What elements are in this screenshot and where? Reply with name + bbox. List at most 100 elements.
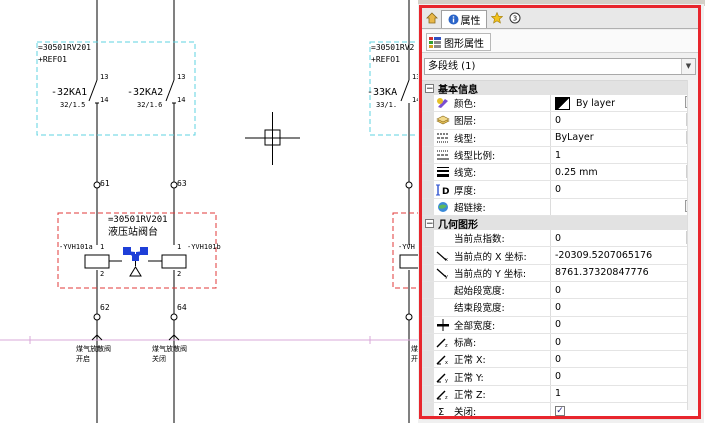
property-row[interactable]: 颜色: By layer... [422,95,698,113]
svg-text:y: y [445,274,448,279]
coil-right-pin-2: 2 [177,270,182,278]
row-gutter [422,385,434,403]
elevation-icon: z [435,336,451,348]
property-value-cell[interactable]: 0.25 mm▼ [551,164,698,180]
crosshair-cursor [245,112,300,165]
bottom-label-1-line1: 煤气放散阀 [76,345,111,353]
row-gutter [422,129,434,146]
property-name-cell: 颜色: [434,95,551,112]
property-value-cell[interactable]: 0 [551,282,698,298]
property-row[interactable]: 线型比例:1 [422,146,698,165]
property-value-cell[interactable]: ✓ [551,403,698,419]
linetype-icon [435,132,451,144]
property-name: 线型: [454,133,477,145]
property-value-cell[interactable]: 0 [551,299,698,315]
coil-right-label: -YVH101b [187,243,221,251]
collapse-toggle-icon[interactable]: − [425,218,434,229]
svg-text:z: z [445,343,448,348]
subtab-graphic-properties[interactable]: 图形属性 [426,33,491,51]
property-name-cell: 起始段宽度: [434,281,551,299]
row-gutter [422,230,434,247]
property-row[interactable]: x 当前点的 X 坐标: -20309.5207065176 [422,247,698,265]
tab-properties-label: 属性 [460,16,481,27]
property-value-cell[interactable]: 1 [551,147,698,163]
blank-icon [435,301,451,313]
row-gutter [422,299,434,316]
property-value-cell[interactable]: 0▼ [551,112,698,128]
property-name: 颜色: [454,99,477,111]
lineweight-icon [435,166,451,178]
property-value-cell[interactable]: 0▼ [551,230,698,246]
row-gutter [422,281,434,299]
section-header[interactable]: −基本信息 [422,81,698,96]
home-icon [426,12,438,24]
coil-left-pin-1: 1 [100,243,105,251]
tab-number[interactable]: 3 [507,10,523,26]
property-name: 当前点的 X 坐标: [454,251,527,263]
color-icon [435,97,451,109]
property-value-cell[interactable]: 0 [551,317,698,333]
property-name-cell: 图层: [434,112,551,129]
property-name-cell: 全部宽度: [434,316,551,333]
property-row[interactable]: 图层:0▼ [422,112,698,130]
property-value-cell[interactable]: 1 [551,386,698,402]
property-value-cell[interactable]: 8761.37320847776 [551,265,698,281]
property-name-cell: 线型: [434,129,551,146]
left-location-tag: +REFO1 [38,55,67,64]
property-row[interactable]: Σ 关闭: ✓ [422,403,698,421]
closed-checkbox[interactable]: ✓ [555,406,565,417]
property-value: 0 [555,232,562,244]
property-name: 关闭: [454,407,477,419]
property-value-cell[interactable]: ... [551,199,698,215]
property-row[interactable]: 线型: ByLayer▼ [422,129,698,147]
property-row[interactable]: 超链接:... [422,198,698,217]
property-row[interactable]: 当前点指数:0▼ [422,230,698,248]
property-row[interactable]: 线宽:0.25 mm▼ [422,164,698,182]
svg-text:x: x [445,257,448,262]
far-coil-label: -YVH [398,243,415,251]
bottom-label-3-line1: 煤 [411,345,418,353]
property-value: 1 [555,149,562,161]
svg-text:Σ: Σ [438,407,444,417]
property-value-cell[interactable]: ByLayer▼ [551,130,698,146]
property-value-cell[interactable]: 0 [551,351,698,367]
drawing-canvas[interactable]: =30501RV201 +REFO1 =30501RV2 +REFO1 -32K… [0,0,418,423]
row-gutter [422,403,434,420]
object-type-selector[interactable]: 多段线 (1) ▼ [424,58,696,75]
property-value: By layer [576,97,615,109]
property-value-cell[interactable]: By layer... [551,95,698,111]
property-value-cell[interactable]: -20309.5207065176 [551,247,698,263]
svg-text:y: y [445,378,448,383]
property-row[interactable]: 结束段宽度:0 [422,299,698,317]
property-value-cell[interactable]: 0 [551,368,698,384]
property-value-cell[interactable]: 0 [551,181,698,197]
property-value: 0 [555,319,562,331]
tab-home[interactable] [424,10,440,26]
collapse-toggle-icon[interactable]: − [425,83,434,94]
property-value-cell[interactable]: 0 [551,334,698,350]
property-row[interactable]: 起始段宽度:0 [422,281,698,300]
svg-text:z: z [445,395,448,400]
svg-text:3: 3 [513,15,517,23]
property-row[interactable]: 全部宽度: 0 [422,316,698,334]
global-width-icon [435,318,451,331]
bottom-label-2-line2: 关闭 [152,355,166,363]
property-value: 0 [555,114,562,126]
node-64-label: 64 [177,303,187,312]
tab-properties[interactable]: 属性 [441,10,487,28]
bottom-label-2-line1: 煤气放散阀 [152,345,187,353]
property-value: 0 [555,353,562,365]
property-grid-scrollbar[interactable] [687,80,700,410]
chevron-down-icon[interactable]: ▼ [681,59,695,74]
tab-favorites[interactable] [489,10,505,26]
property-value: 0 [555,301,562,313]
section-header[interactable]: −几何图形 [422,216,698,231]
blank-icon [435,284,451,296]
